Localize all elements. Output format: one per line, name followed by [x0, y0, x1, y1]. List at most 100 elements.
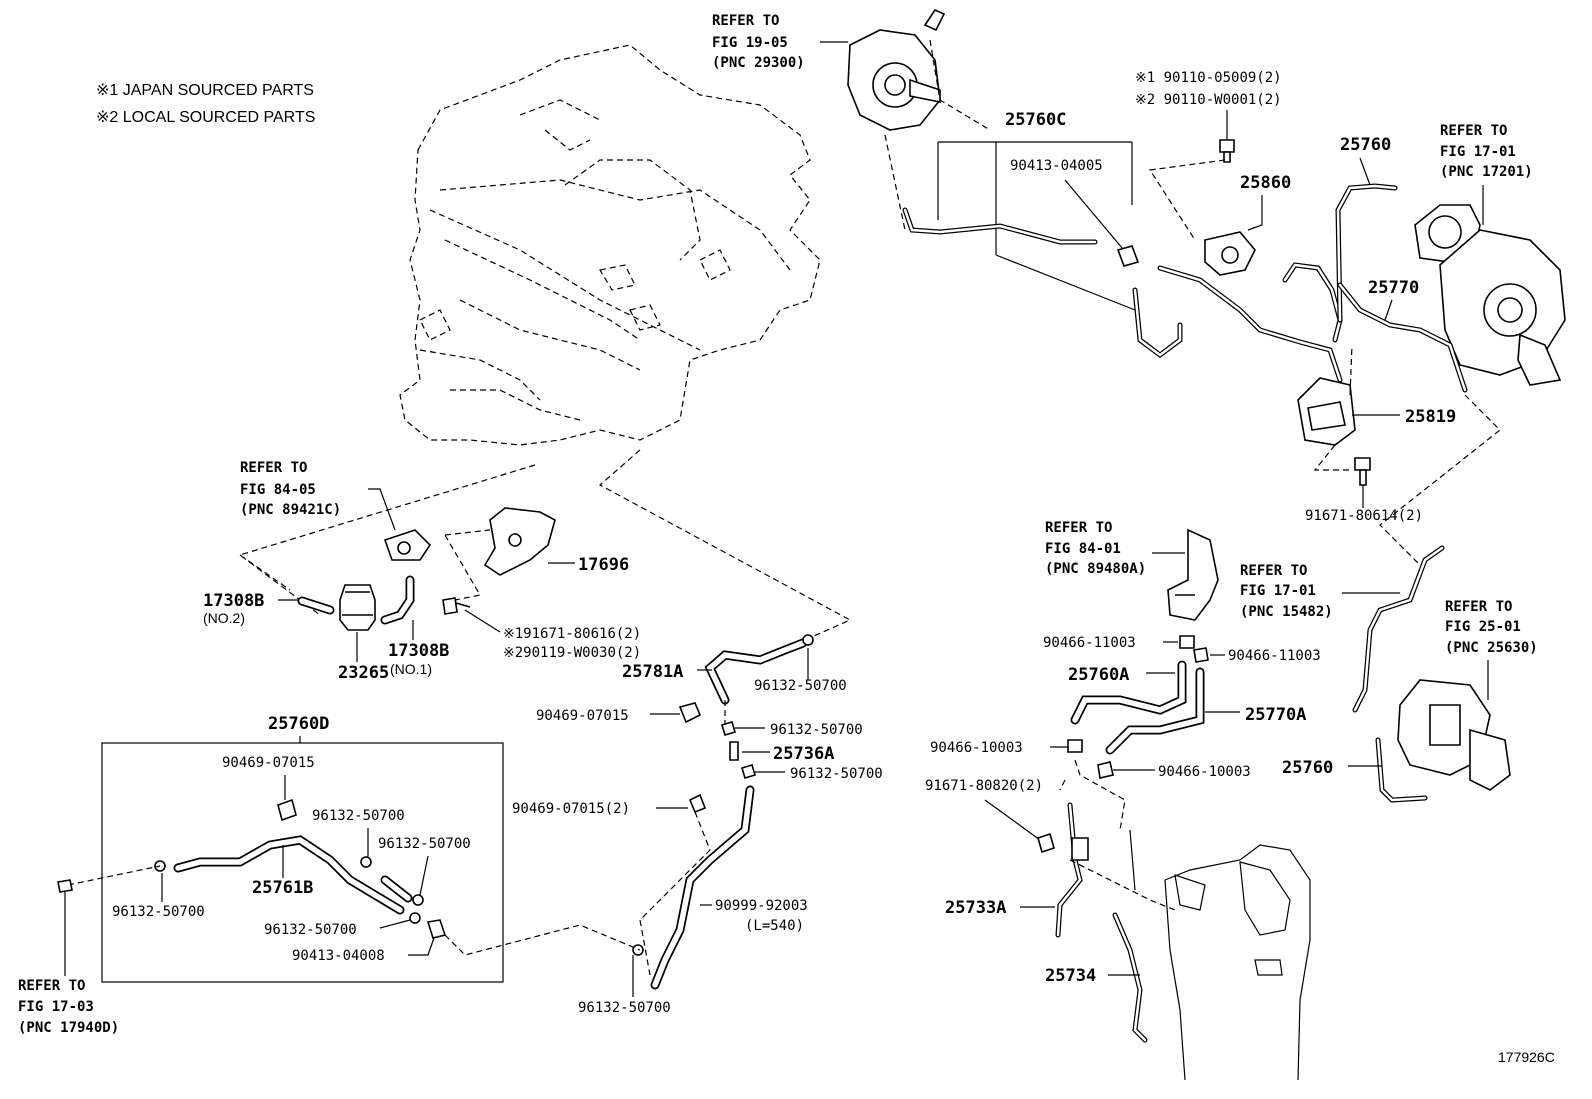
- filter-23265: [339, 584, 376, 631]
- label-96132-50700-a: 96132-50700: [754, 678, 847, 694]
- hose-25760A-25770A: [1070, 660, 1205, 755]
- vsv-25819: [1297, 377, 1356, 446]
- vacuum-pump: [847, 8, 946, 131]
- ref-fig-84-01[interactable]: REFER TO FIG 84-01 (PNC 89480A): [1045, 520, 1146, 577]
- sensor-lead-25734: [1112, 912, 1148, 1043]
- hose-25761B: [173, 835, 413, 915]
- svg-text:FIG 19-05: FIG 19-05: [712, 35, 788, 51]
- bolt-90110: [1219, 139, 1235, 163]
- label-96132-50700-e: 96132-50700: [112, 904, 205, 920]
- label-90466-11003-a: 90466-11003: [1043, 635, 1136, 651]
- label-90469-07015-c: 90469-07015: [222, 755, 315, 771]
- label-17308B-no2-note: (NO.2): [203, 610, 245, 626]
- svg-text:(PNC 29300): (PNC 29300): [712, 55, 805, 71]
- vsv-25860: [1204, 231, 1256, 276]
- clamp-96132-c: [741, 764, 756, 779]
- ref-fig-25-01[interactable]: REFER TO FIG 25-01 (PNC 25630): [1445, 599, 1538, 656]
- hose-17308B-no2: [297, 596, 335, 615]
- ref-fig-17-01-a[interactable]: REFER TO FIG 17-01 (PNC 17201): [1440, 123, 1533, 180]
- clamp-96132-b: [721, 721, 736, 736]
- connector-90413-04008: [426, 919, 447, 939]
- svg-text:FIG 84-05: FIG 84-05: [240, 482, 316, 498]
- label-90469-07015-b: 90469-07015(2): [512, 801, 630, 817]
- label-25770A: 25770A: [1245, 705, 1306, 725]
- svg-text:REFER TO: REFER TO: [240, 460, 307, 476]
- label-25761B: 25761B: [252, 878, 313, 898]
- hose-end-17940D: [57, 879, 73, 893]
- svg-text:REFER TO: REFER TO: [1045, 520, 1112, 536]
- label-90469-07015-a: 90469-07015: [536, 708, 629, 724]
- label-25760C: 25760C: [1005, 110, 1066, 130]
- label-90466-11003-b: 90466-11003: [1228, 648, 1321, 664]
- svg-text:(PNC 17940D): (PNC 17940D): [18, 1020, 119, 1036]
- svg-text:REFER TO: REFER TO: [1240, 563, 1307, 579]
- svg-text:REFER TO: REFER TO: [1445, 599, 1512, 615]
- ref-fig-84-05[interactable]: REFER TO FIG 84-05 (PNC 89421C): [240, 460, 341, 518]
- bolt-91671-80820: [1037, 832, 1055, 854]
- label-96132-50700-f: 96132-50700: [312, 808, 405, 824]
- transmission-housing: [1129, 829, 1311, 1081]
- label-25736A: 25736A: [773, 744, 834, 764]
- label-90413-04005: 90413-04005: [1010, 158, 1103, 174]
- clamp-96132-d: [632, 944, 644, 956]
- svg-text:REFER TO: REFER TO: [1440, 123, 1507, 139]
- label-90999-length: (L=540): [745, 918, 804, 934]
- label-25734: 25734: [1045, 966, 1096, 986]
- hose-25760C: [902, 207, 1343, 383]
- label-17308B-no2: 17308B: [203, 591, 264, 611]
- note-japan-sourced: ※1 JAPAN SOURCED PARTS: [96, 82, 314, 99]
- kit-box-25760D: [101, 742, 504, 983]
- label-91671-80820: 91671-80820(2): [925, 778, 1043, 794]
- label-90119-W0030: ※290119-W0030(2): [503, 645, 641, 661]
- label-25760-bottom: 25760: [1282, 758, 1333, 778]
- label-25770: 25770: [1368, 278, 1419, 298]
- label-25781A: 25781A: [622, 662, 683, 682]
- label-96132-50700-g: 96132-50700: [378, 836, 471, 852]
- label-96132-50700-c: 96132-50700: [790, 766, 883, 782]
- svg-text:(PNC 89480A): (PNC 89480A): [1045, 561, 1146, 577]
- clamp-90466-c: [1067, 739, 1083, 753]
- label-23265: 23265: [338, 663, 389, 683]
- ref-fig-17-03[interactable]: REFER TO FIG 17-03 (PNC 17940D): [18, 978, 119, 1036]
- label-25860: 25860: [1240, 173, 1291, 193]
- svg-text:(PNC 25630): (PNC 25630): [1445, 640, 1538, 656]
- svg-text:REFER TO: REFER TO: [712, 13, 779, 29]
- svg-text:FIG 17-01: FIG 17-01: [1440, 144, 1516, 160]
- sensor-lead-25733A: [1055, 802, 1089, 938]
- hose-17308B-no1: [380, 575, 415, 625]
- note-local-sourced: ※2 LOCAL SOURCED PARTS: [96, 109, 315, 126]
- hose-25760-top: [1335, 183, 1398, 323]
- label-96132-50700-h: 96132-50700: [264, 922, 357, 938]
- svg-text:(PNC 89421C): (PNC 89421C): [240, 502, 341, 518]
- clamp-96132-g: [412, 894, 424, 906]
- label-91671-80616: ※191671-80616(2): [503, 626, 641, 642]
- pipe-25770: [1337, 282, 1468, 393]
- label-17308B-no1-note: (NO.1): [390, 661, 432, 677]
- bolt-91671-80616: [442, 597, 471, 615]
- label-96132-50700-b: 96132-50700: [770, 722, 863, 738]
- svg-text:FIG 25-01: FIG 25-01: [1445, 619, 1521, 635]
- pipe-15482: [1352, 545, 1445, 713]
- svg-text:FIG 17-03: FIG 17-03: [18, 999, 94, 1015]
- label-25733A: 25733A: [945, 898, 1006, 918]
- label-25760D: 25760D: [268, 714, 329, 734]
- label-25760A: 25760A: [1068, 665, 1129, 685]
- ref-fig-17-01-b[interactable]: REFER TO FIG 17-01 (PNC 15482): [1240, 563, 1333, 620]
- clip-90469-a: [678, 702, 702, 724]
- label-90110-W0001: ※2 90110-W0001(2): [1135, 92, 1282, 108]
- hose-90999-92003: [650, 785, 755, 990]
- clamp-90466-b: [1193, 647, 1209, 663]
- clip-90469-c: [277, 798, 297, 822]
- label-90466-10003-b: 90466-10003: [1158, 764, 1251, 780]
- label-17308B-no1: 17308B: [388, 641, 449, 661]
- bracket-17696: [483, 507, 556, 576]
- svg-text:FIG 84-01: FIG 84-01: [1045, 541, 1121, 557]
- clamp-96132-a: [802, 634, 814, 646]
- clamp-90466-d: [1097, 761, 1114, 779]
- ref-fig-19-05[interactable]: REFER TO FIG 19-05 (PNC 29300): [712, 13, 805, 71]
- label-25760-top: 25760: [1340, 135, 1391, 155]
- hose-25760-bottom: [1375, 737, 1428, 803]
- label-91671-80614: 91671-80614(2): [1305, 508, 1423, 524]
- connector-25736A: [729, 741, 739, 761]
